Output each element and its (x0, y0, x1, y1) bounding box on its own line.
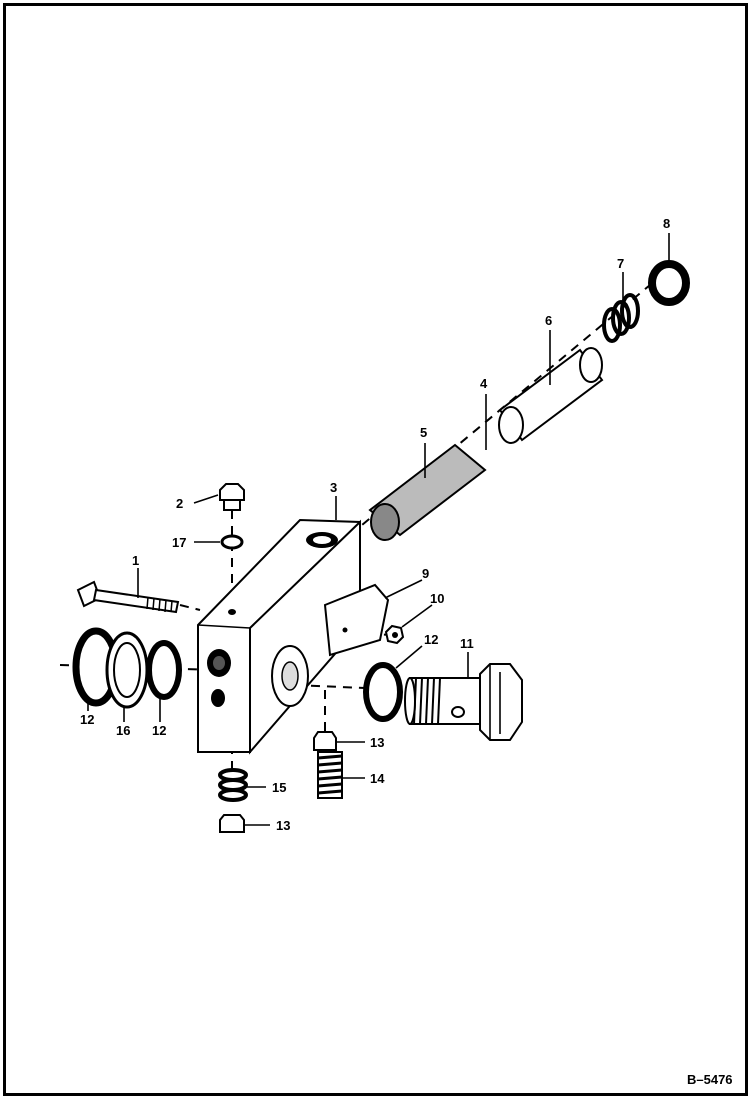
callout-8: 8 (663, 216, 670, 231)
callout-9: 9 (422, 566, 429, 581)
callout-10: 10 (430, 591, 444, 606)
callout-14: 14 (370, 771, 385, 786)
seal-8 (648, 260, 690, 306)
callout-1: 1 (132, 553, 139, 568)
valve-body (197, 518, 361, 755)
washer-16-inner (113, 642, 141, 698)
callout-12-right: 12 (424, 632, 438, 647)
bolt (76, 580, 180, 614)
callout-4: 4 (480, 376, 488, 391)
spool (498, 347, 604, 444)
callout-7: 7 (617, 256, 624, 271)
callout-16: 16 (116, 723, 130, 738)
callout-5: 5 (420, 425, 427, 440)
plug-13-upper (313, 731, 337, 751)
callout-17: 17 (172, 535, 186, 550)
spring-7 (602, 293, 640, 343)
drawing-code: B–5476 (687, 1072, 733, 1087)
callout-13-upper: 13 (370, 735, 384, 750)
callout-15: 15 (272, 780, 286, 795)
diagram-frame (3, 3, 748, 1096)
callout-12-left: 12 (80, 712, 94, 727)
plug-13-lower (219, 814, 245, 833)
banjo-bolt (404, 663, 523, 741)
plug-top (219, 483, 245, 511)
callout-11: 11 (460, 636, 474, 651)
callout-2: 2 (176, 496, 183, 511)
callouts: 1 2 3 4 5 6 7 8 9 10 12 11 12 16 12 13 1… (80, 216, 670, 833)
leader-lines (87, 233, 670, 826)
seal-ring-12-right (363, 662, 403, 722)
nut (384, 624, 405, 645)
filter-screen (368, 443, 487, 541)
callout-3: 3 (330, 480, 337, 495)
spring-15 (218, 768, 248, 802)
callout-6: 6 (545, 313, 552, 328)
callout-12-middle: 12 (152, 723, 166, 738)
spring-14 (317, 751, 343, 799)
callout-13-lower: 13 (276, 818, 290, 833)
seal-ring-12-middle (146, 640, 182, 700)
cover-plate (323, 583, 390, 657)
o-ring-17 (220, 534, 244, 550)
